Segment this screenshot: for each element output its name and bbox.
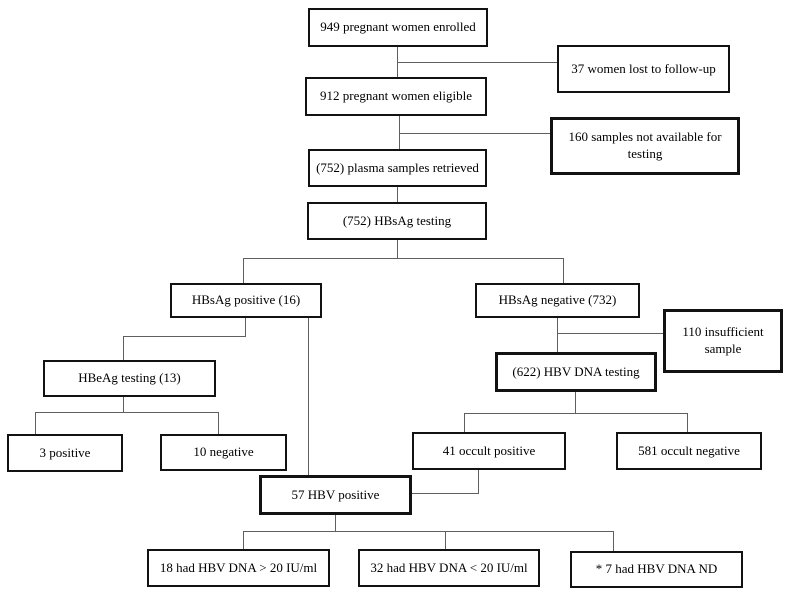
flow-node-label: 581 occult negative	[638, 442, 740, 458]
connector-segment	[218, 412, 219, 434]
connector-segment	[35, 412, 219, 413]
connector-segment	[243, 531, 614, 532]
flow-node-hbeag-positive: 3 positive	[7, 434, 123, 472]
flow-node-dna-gt-20: 18 had HBV DNA > 20 IU/ml	[147, 549, 330, 587]
connector-segment	[123, 397, 124, 412]
flow-node-label: (622) HBV DNA testing	[512, 363, 640, 379]
flow-node-hbsag-testing: (752) HBsAg testing	[307, 202, 487, 240]
flow-node-enrolled: 949 pregnant women enrolled	[308, 8, 488, 47]
flow-node-label: 18 had HBV DNA > 20 IU/ml	[159, 559, 318, 575]
connector-segment	[243, 258, 564, 259]
flow-node-label: 32 had HBV DNA < 20 IU/ml	[370, 559, 528, 575]
flow-node-label: 949 pregnant women enrolled	[320, 19, 476, 35]
flow-node-hbv-dna-testing: (622) HBV DNA testing	[495, 352, 657, 392]
flow-node-hbv-positive: 57 HBV positive	[259, 475, 412, 515]
connector-segment	[478, 470, 479, 493]
connector-segment	[575, 392, 576, 413]
connector-segment	[557, 333, 663, 334]
connector-segment	[563, 258, 564, 283]
connector-segment	[399, 133, 550, 134]
flow-node-samples-not-available: 160 samples not available for testing	[550, 117, 740, 175]
flow-node-label: HBeAg testing (13)	[78, 370, 181, 386]
flow-node-label: HBsAg negative (732)	[498, 292, 617, 308]
connector-segment	[397, 62, 557, 63]
flow-node-hbsag-positive: HBsAg positive (16)	[170, 283, 322, 318]
flow-node-occult-positive: 41 occult positive	[412, 432, 566, 470]
connector-segment	[613, 531, 614, 551]
flow-node-occult-negative: 581 occult negative	[616, 432, 762, 470]
connector-segment	[557, 318, 558, 352]
flow-node-eligible: 912 pregnant women eligible	[305, 77, 487, 116]
connector-segment	[308, 318, 309, 475]
flow-node-insufficient-sample: 110 insufficient sample	[663, 309, 783, 373]
flow-node-plasma-retrieved: (752) plasma samples retrieved	[308, 149, 487, 187]
flow-node-label: 57 HBV positive	[291, 486, 380, 502]
flow-node-hbeag-testing: HBeAg testing (13)	[43, 360, 216, 397]
connector-segment	[464, 413, 465, 432]
flow-node-label: 160 samples not available for testing	[568, 129, 722, 161]
connector-segment	[399, 116, 400, 149]
connector-segment	[412, 493, 479, 494]
connector-segment	[445, 531, 446, 549]
connector-segment	[243, 531, 244, 549]
connector-segment	[245, 318, 246, 336]
flow-node-label: * 7 had HBV DNA ND	[595, 561, 718, 577]
connector-segment	[335, 515, 336, 531]
flow-node-hbsag-negative: HBsAg negative (732)	[475, 283, 640, 318]
flow-node-dna-nd: * 7 had HBV DNA ND	[570, 551, 743, 588]
flow-node-label: 10 negative	[193, 444, 254, 460]
flow-node-label: HBsAg positive (16)	[191, 292, 301, 308]
connector-segment	[123, 336, 124, 360]
flow-node-label: 110 insufficient sample	[682, 324, 764, 356]
connector-segment	[243, 258, 244, 283]
flow-node-hbeag-negative: 10 negative	[160, 434, 287, 471]
flow-node-lost-followup: 37 women lost to follow-up	[557, 45, 730, 93]
connector-segment	[464, 413, 688, 414]
connector-segment	[397, 187, 398, 202]
connector-segment	[123, 336, 246, 337]
flow-node-label: 3 positive	[39, 444, 91, 460]
connector-segment	[397, 240, 398, 258]
flow-node-label: (752) plasma samples retrieved	[316, 159, 479, 175]
connector-segment	[687, 413, 688, 432]
flow-node-label: 41 occult positive	[442, 442, 536, 458]
flow-node-label: 37 women lost to follow-up	[571, 60, 716, 76]
flow-node-label: 912 pregnant women eligible	[320, 88, 472, 104]
connector-segment	[35, 412, 36, 434]
flow-node-label: (752) HBsAg testing	[342, 212, 452, 228]
flow-node-dna-lt-20: 32 had HBV DNA < 20 IU/ml	[358, 549, 540, 587]
